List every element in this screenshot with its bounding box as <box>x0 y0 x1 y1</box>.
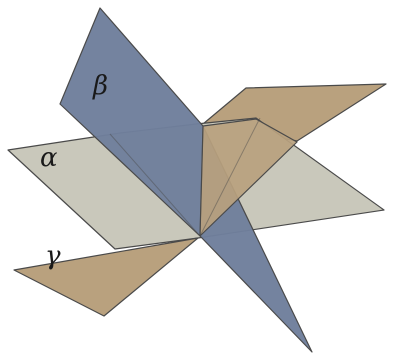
gamma-label: γ <box>45 241 61 271</box>
beta-gamma-intersection-line <box>199 125 204 237</box>
alpha-beta-intersection-line <box>109 133 201 237</box>
alpha-gamma-intersection-line <box>199 117 261 237</box>
gamma-plane-lower <box>13 237 199 317</box>
gamma-plane-front-wedge <box>199 118 298 237</box>
alpha-label: α <box>40 143 58 173</box>
beta-plane <box>59 7 313 353</box>
beta-label: β <box>92 71 108 101</box>
